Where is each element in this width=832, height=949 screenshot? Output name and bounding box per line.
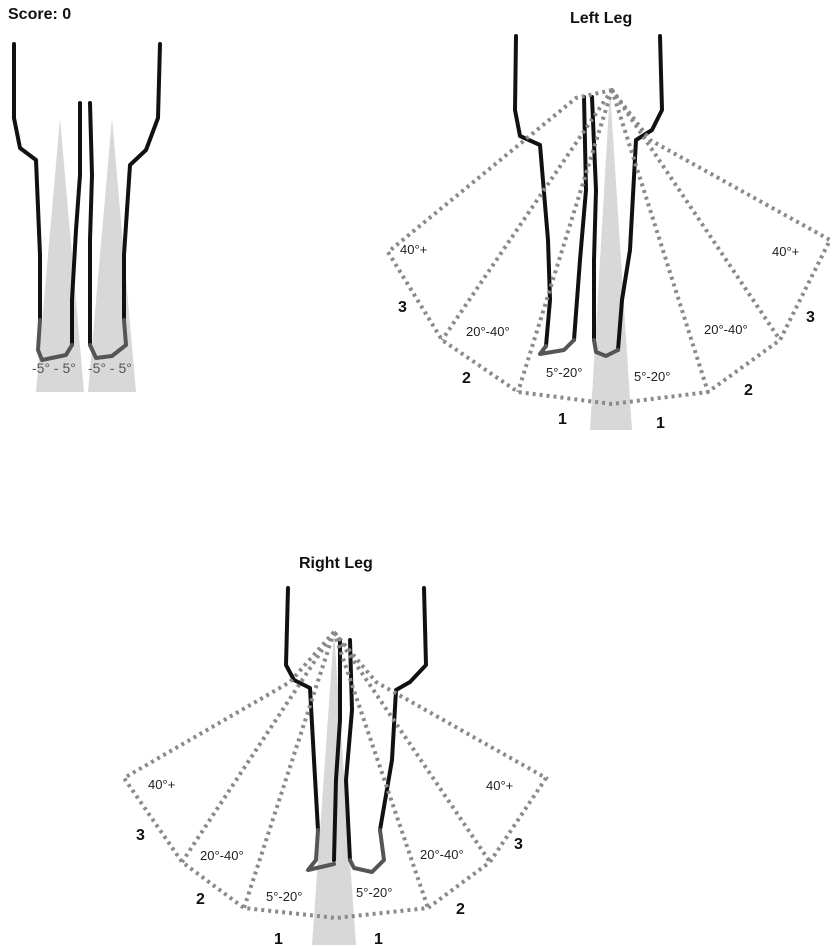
right-leg-score-left-3: 3	[136, 827, 145, 844]
left-leg-body-outline-right	[618, 36, 662, 350]
right-leg-score-left-1: 1	[274, 931, 283, 948]
left-leg-zone-left-2: 20°-40°	[466, 324, 510, 339]
right-leg-zone-left-1: 5°-20°	[266, 889, 302, 904]
right-leg-zone-left-2: 20°-40°	[200, 848, 244, 863]
neutral-left-range-label: -5° - 5°	[32, 360, 76, 376]
right-leg-score-right-3: 3	[514, 836, 523, 853]
left-leg-zone-left-3: 40°+	[400, 242, 427, 257]
right-leg-score-right-1: 1	[374, 931, 383, 948]
left-leg-score-left-1: 1	[558, 411, 567, 428]
left-leg-cone	[590, 90, 632, 430]
neutral-right-range-label: -5° - 5°	[88, 360, 132, 376]
left-leg-score-right-1: 1	[656, 415, 665, 432]
neutral-cone-left	[36, 118, 84, 392]
left-leg-inner-right	[592, 97, 596, 340]
right-leg-score-right-2: 2	[456, 901, 465, 918]
left-leg-zone-right-2: 20°-40°	[704, 322, 748, 337]
right-leg-zone-right-3: 40°+	[486, 778, 513, 793]
right-leg-fan-divider-l2	[182, 632, 334, 862]
right-leg-right-foot	[350, 830, 384, 872]
neutral-right-leg-inner	[90, 103, 92, 345]
left-leg-score-right-2: 2	[744, 382, 753, 399]
left-leg-fan-divider-r2	[612, 90, 780, 340]
right-leg-body-outline-left	[286, 588, 318, 830]
left-leg-zone-left-1: 5°-20°	[546, 365, 582, 380]
right-leg-zone-right-1: 5°-20°	[356, 885, 392, 900]
right-leg-zone-right-2: 20°-40°	[420, 847, 464, 862]
neutral-body-outline-left	[14, 44, 40, 320]
left-leg-zone-right-1: 5°-20°	[634, 369, 670, 384]
right-leg-fan-divider-r2	[334, 632, 490, 862]
left-leg-score-left-3: 3	[398, 299, 407, 316]
right-leg-score-left-2: 2	[196, 891, 205, 908]
right-leg-zone-left-3: 40°+	[148, 777, 175, 792]
neutral-cone-right	[88, 118, 136, 392]
left-leg-score-right-3: 3	[806, 309, 815, 326]
neutral-body-outline-right	[124, 44, 160, 320]
neutral-stance-figure[interactable]	[14, 44, 160, 392]
left-leg-zone-right-3: 40°+	[772, 244, 799, 259]
left-leg-score-left-2: 2	[462, 370, 471, 387]
